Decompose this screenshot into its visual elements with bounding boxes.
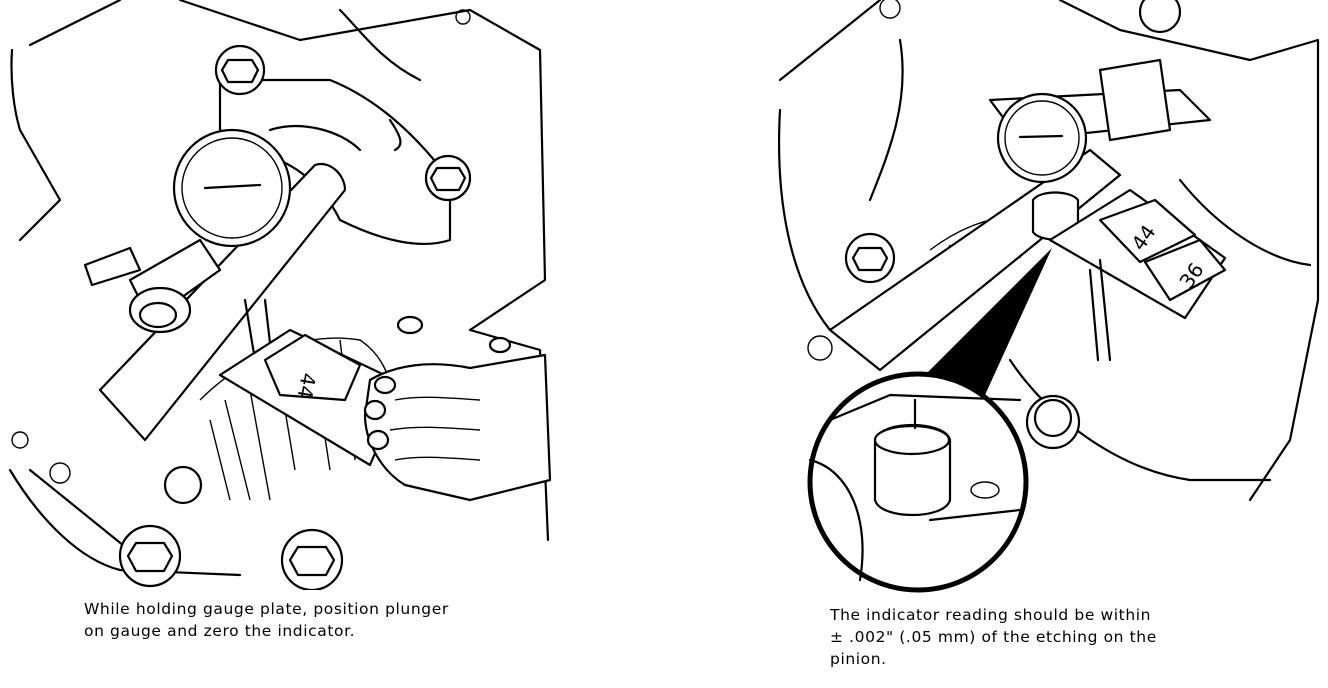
caption-line: on gauge and zero the indicator.: [84, 622, 356, 640]
gauge-plate: 44 36: [1048, 188, 1227, 320]
bolt-icon: [163, 465, 203, 505]
dial-indicator-icon: [172, 128, 292, 248]
gauge-number: 44: [293, 371, 321, 400]
right-illustration: 44 36: [770, 0, 1328, 600]
caption-line: pinion.: [830, 650, 887, 668]
caption-line: While holding gauge plate, position plun…: [84, 600, 449, 618]
bolt-icon: [280, 528, 344, 590]
caption-line: ± .002" (.05 mm) of the etching on the: [830, 628, 1157, 646]
bolt-icon: [1138, 0, 1182, 34]
bolt-icon: [424, 154, 472, 202]
bolt-icon: [118, 524, 182, 588]
figure-caption: The indicator reading should be within ±…: [830, 604, 1250, 670]
gauge-plate: 44: [218, 328, 397, 467]
left-illustration: 44: [0, 0, 560, 590]
dial-indicator-icon: [996, 92, 1088, 184]
magnified-detail: [807, 371, 1029, 593]
hand-illustration: [363, 353, 552, 502]
bolt-icon: [214, 44, 266, 96]
clamp-knob-icon: [83, 246, 192, 334]
caption-line: The indicator reading should be within: [830, 606, 1152, 624]
bolt-icon: [1025, 394, 1081, 450]
bolt-icon: [844, 232, 896, 284]
figure-caption: While holding gauge plate, position plun…: [84, 598, 544, 642]
